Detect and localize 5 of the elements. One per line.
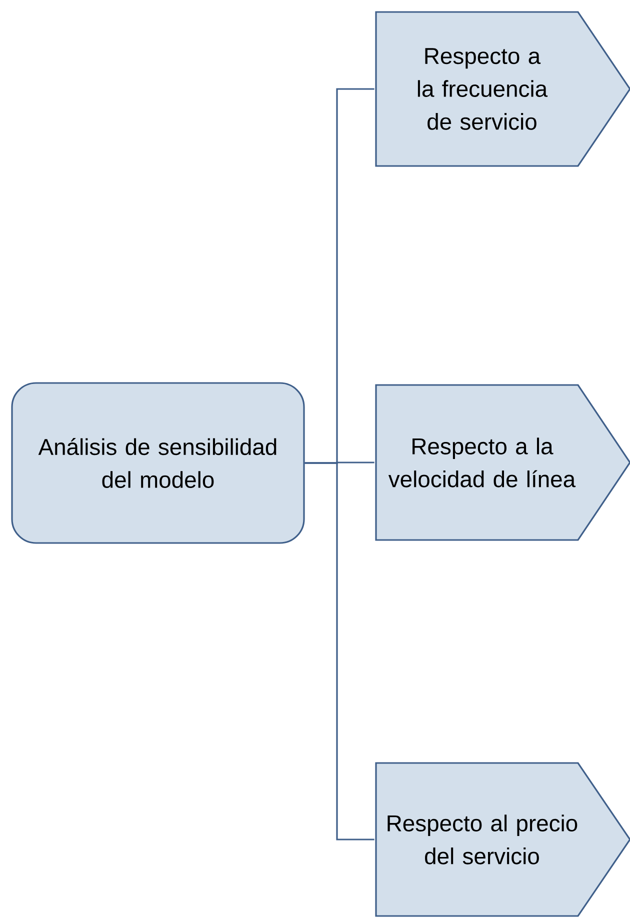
- pentagon-box: Respecto al precio del servicio: [375, 762, 630, 917]
- rounded-box: Análisis de sensibilidad del modelo: [11, 382, 305, 544]
- pentagon-box: Respecto a la frecuencia de servicio: [375, 11, 630, 167]
- pentagon-box: Respecto a la velocidad de línea: [375, 384, 630, 541]
- connector-line: [304, 462, 374, 840]
